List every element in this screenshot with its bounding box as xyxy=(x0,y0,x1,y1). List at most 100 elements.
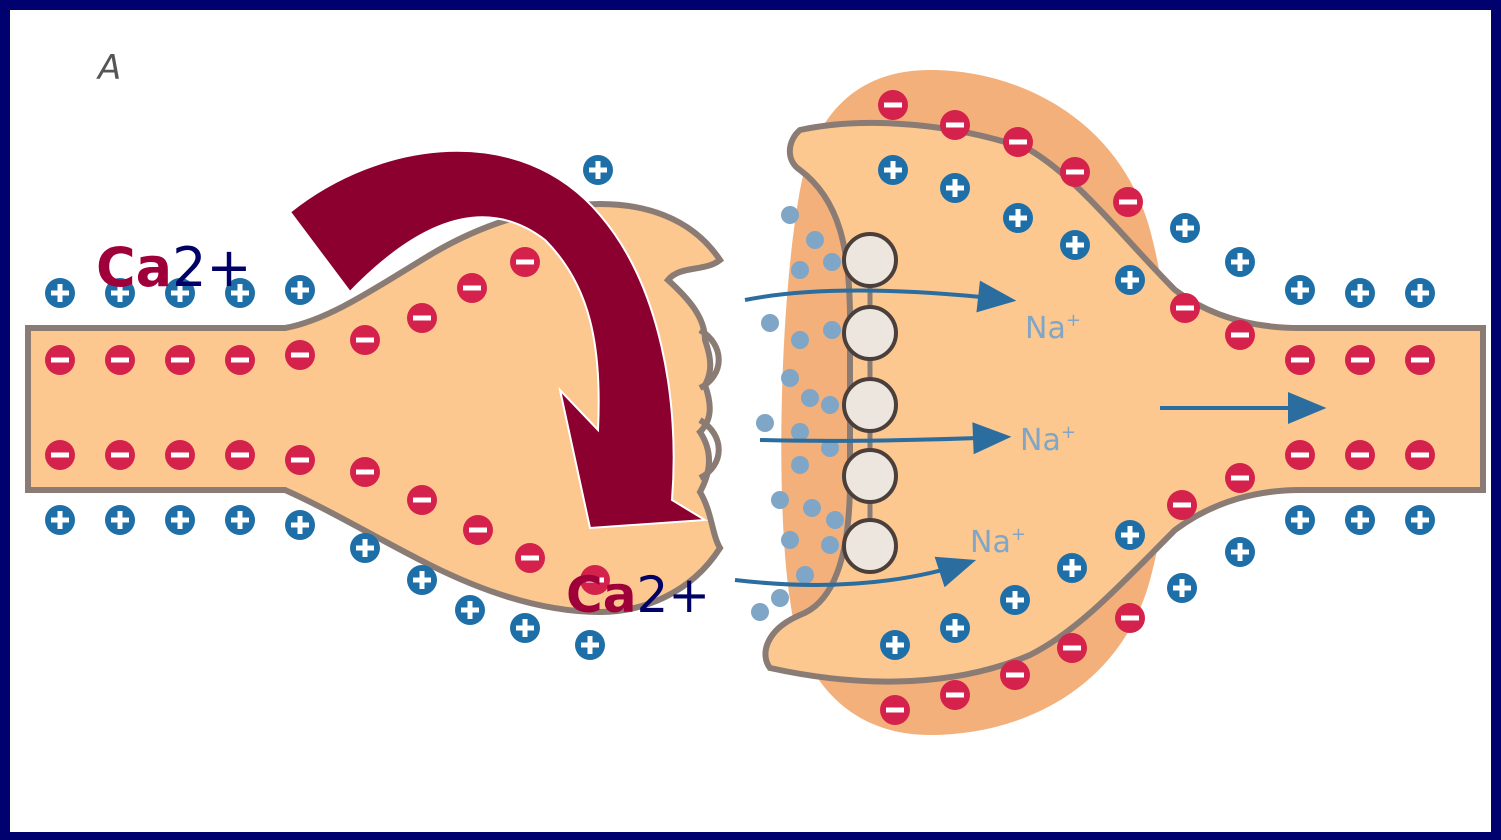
plus-ion-icon xyxy=(1000,585,1030,615)
minus-ion-icon xyxy=(1285,345,1315,375)
minus-ion-icon xyxy=(1115,603,1145,633)
minus-ion-icon xyxy=(1167,490,1197,520)
calcium-charge: 2+ xyxy=(172,236,252,299)
minus-ion-icon xyxy=(1057,633,1087,663)
plus-ion-icon xyxy=(1057,553,1087,583)
minus-ion-icon xyxy=(1345,440,1375,470)
minus-ion-icon xyxy=(880,695,910,725)
receptor-vesicle-icon xyxy=(844,520,896,572)
minus-ion-icon xyxy=(45,440,75,470)
plus-ion-icon xyxy=(45,278,75,308)
plus-ion-icon xyxy=(878,155,908,185)
neurotransmitter-dot xyxy=(791,261,809,279)
calcium-symbol: Ca xyxy=(96,236,172,299)
minus-ion-icon xyxy=(105,345,135,375)
minus-ion-icon xyxy=(940,110,970,140)
minus-ion-icon xyxy=(225,440,255,470)
minus-ion-icon xyxy=(1060,157,1090,187)
minus-ion-icon xyxy=(1285,440,1315,470)
minus-ion-icon xyxy=(407,485,437,515)
receptor-vesicle-icon xyxy=(844,234,896,286)
minus-ion-icon xyxy=(105,440,135,470)
plus-ion-icon xyxy=(1170,213,1200,243)
minus-ion-icon xyxy=(1225,463,1255,493)
plus-ion-icon xyxy=(1167,573,1197,603)
calcium-charge: 2+ xyxy=(636,566,710,624)
neurotransmitter-dot xyxy=(791,456,809,474)
minus-ion-icon xyxy=(463,515,493,545)
minus-ion-icon xyxy=(407,303,437,333)
plus-ion-icon xyxy=(285,275,315,305)
minus-ion-icon xyxy=(165,345,195,375)
plus-ion-icon xyxy=(225,505,255,535)
receptor-vesicle-icon xyxy=(844,307,896,359)
plus-ion-icon xyxy=(1285,505,1315,535)
neurotransmitter-dot xyxy=(781,206,799,224)
plus-ion-icon xyxy=(350,533,380,563)
minus-ion-icon xyxy=(165,440,195,470)
plus-ion-icon xyxy=(455,595,485,625)
minus-ion-icon xyxy=(225,345,255,375)
plus-ion-icon xyxy=(940,613,970,643)
neurotransmitter-dot xyxy=(796,566,814,584)
minus-ion-icon xyxy=(457,273,487,303)
calcium-label-upper: Ca2+ xyxy=(96,236,252,299)
neurotransmitter-dot xyxy=(823,253,841,271)
neurotransmitter-dot xyxy=(801,389,819,407)
minus-ion-icon xyxy=(510,247,540,277)
neurotransmitter-dot xyxy=(771,589,789,607)
plus-ion-icon xyxy=(1060,230,1090,260)
plus-ion-icon xyxy=(1225,537,1255,567)
receptor-vesicle-icon xyxy=(844,450,896,502)
receptor-vesicle-icon xyxy=(844,379,896,431)
minus-ion-icon xyxy=(940,680,970,710)
neurotransmitter-dot xyxy=(781,531,799,549)
plus-ion-icon xyxy=(407,565,437,595)
minus-ion-icon xyxy=(1170,293,1200,323)
plus-ion-icon xyxy=(1405,278,1435,308)
plus-ion-icon xyxy=(1115,265,1145,295)
plus-ion-icon xyxy=(105,505,135,535)
neurotransmitter-dot xyxy=(806,231,824,249)
minus-ion-icon xyxy=(515,543,545,573)
neurotransmitter-dot xyxy=(751,603,769,621)
calcium-symbol: Ca xyxy=(566,566,636,624)
plus-ion-icon xyxy=(510,613,540,643)
minus-ion-icon xyxy=(1405,440,1435,470)
plus-ion-icon xyxy=(1345,505,1375,535)
minus-ion-icon xyxy=(1405,345,1435,375)
minus-ion-icon xyxy=(285,340,315,370)
minus-ion-icon xyxy=(1000,660,1030,690)
plus-ion-icon xyxy=(880,630,910,660)
plus-ion-icon xyxy=(575,630,605,660)
plus-ion-icon xyxy=(165,505,195,535)
neurotransmitter-dot xyxy=(761,314,779,332)
minus-ion-icon xyxy=(350,325,380,355)
minus-ion-icon xyxy=(350,457,380,487)
minus-ion-icon xyxy=(1003,127,1033,157)
plus-ion-icon xyxy=(1405,505,1435,535)
plus-ion-icon xyxy=(1115,520,1145,550)
neurotransmitter-dot xyxy=(791,331,809,349)
plus-ion-icon xyxy=(45,505,75,535)
plus-ion-icon xyxy=(1285,275,1315,305)
neurotransmitter-dot xyxy=(791,423,809,441)
minus-ion-icon xyxy=(1225,320,1255,350)
minus-ion-icon xyxy=(1113,187,1143,217)
neurotransmitter-dot xyxy=(781,369,799,387)
plus-ion-icon xyxy=(1003,203,1033,233)
neurotransmitter-dot xyxy=(771,491,789,509)
plus-ion-icon xyxy=(1225,247,1255,277)
plus-ion-icon xyxy=(285,510,315,540)
minus-ion-icon xyxy=(1345,345,1375,375)
minus-ion-icon xyxy=(878,90,908,120)
neurotransmitter-dot xyxy=(803,499,821,517)
calcium-label-lower: Ca2+ xyxy=(566,566,710,624)
neurotransmitter-dot xyxy=(826,511,844,529)
plus-ion-icon xyxy=(583,155,613,185)
plus-ion-icon xyxy=(1345,278,1375,308)
neurotransmitter-dot xyxy=(821,536,839,554)
neurotransmitter-dot xyxy=(823,321,841,339)
